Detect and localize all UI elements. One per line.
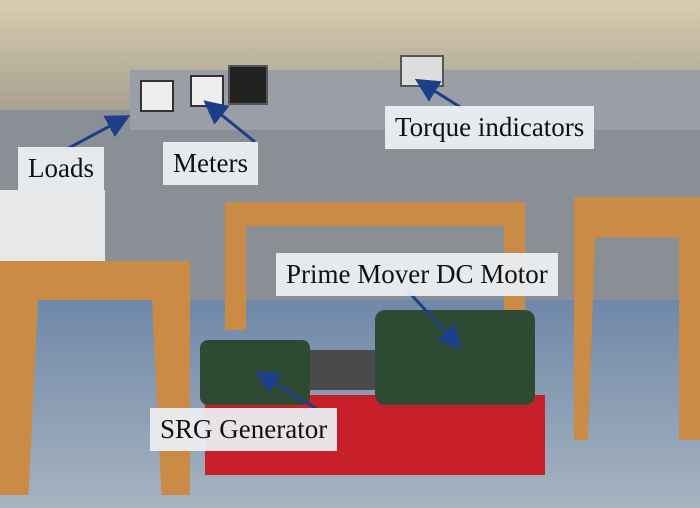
torque-arrow <box>414 78 466 112</box>
coupling <box>310 350 380 390</box>
srg-arrow <box>254 370 323 414</box>
meters-label: Meters <box>163 142 258 185</box>
meter-1 <box>140 80 174 112</box>
srg-generator-label: SRG Generator <box>150 408 338 451</box>
torque-indicators-label: Torque indicators <box>385 106 595 149</box>
loads-arrow <box>64 115 131 152</box>
prime-mover-label: Prime Mover DC Motor <box>276 253 558 296</box>
load-box <box>0 190 105 270</box>
meters-arrow <box>203 100 256 144</box>
loads-label: Loads <box>18 147 104 190</box>
meter-3 <box>228 65 268 105</box>
prime-mover-arrow <box>403 286 463 350</box>
